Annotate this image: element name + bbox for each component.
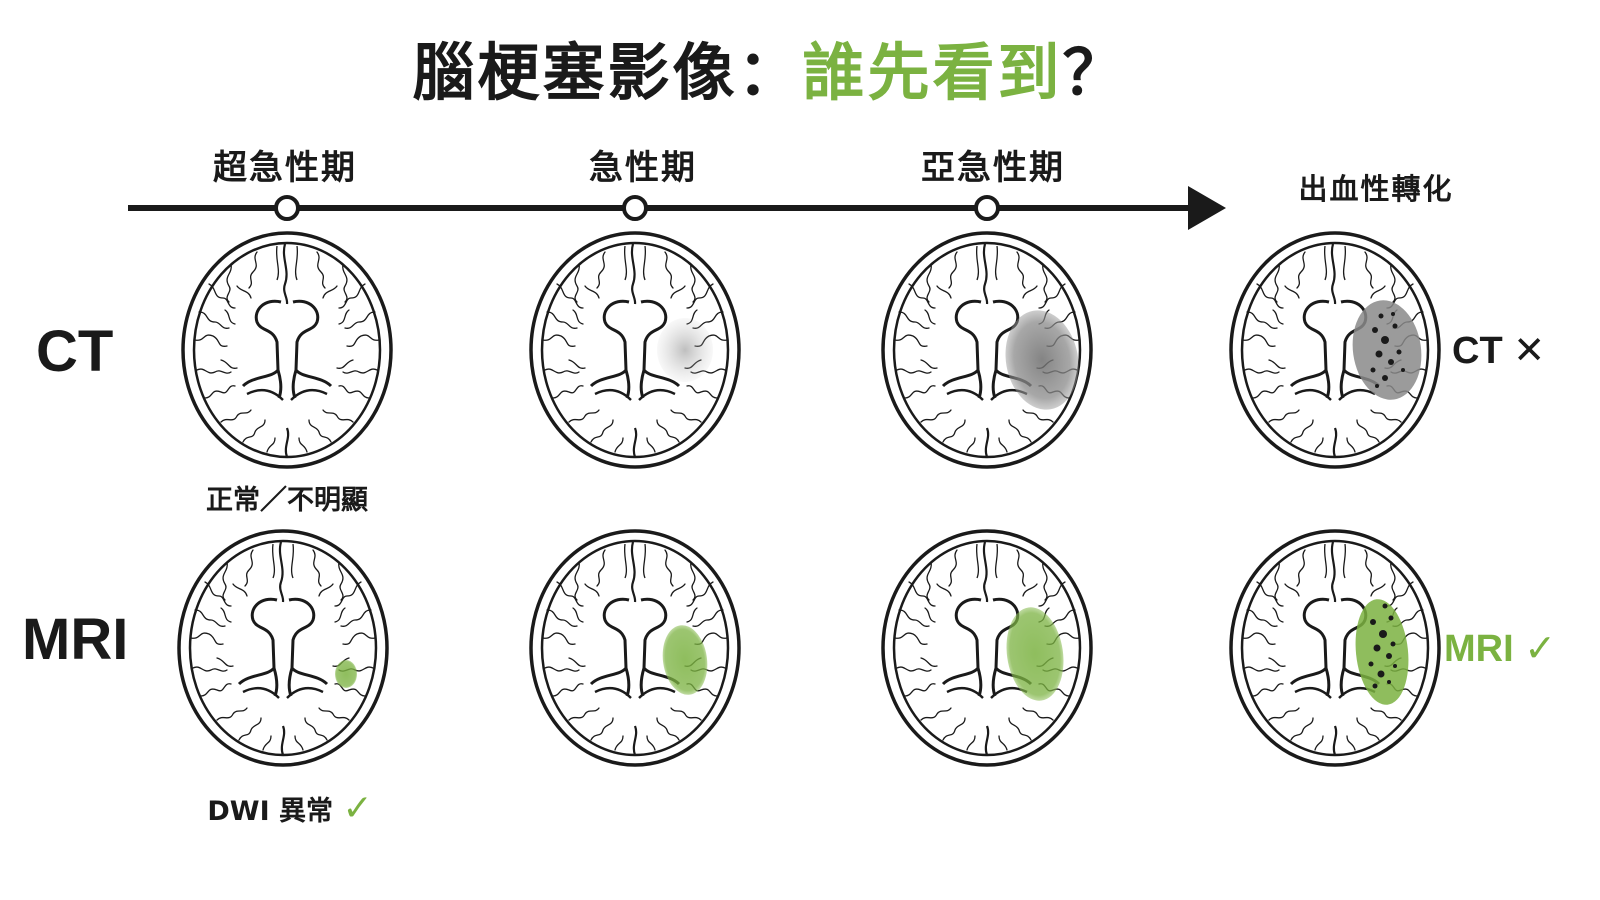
brain-ct-subacute [881, 231, 1093, 469]
stage-label-hemorrhagic: 出血性轉化 [1298, 172, 1454, 206]
verdict-ct: CT ✕ [1452, 328, 1545, 373]
brain-mri-subacute [881, 529, 1093, 767]
verdict-mri-text: MRI [1444, 628, 1514, 670]
page-title: 腦梗塞影像：誰先看到？ [0, 22, 1540, 112]
lesion-mri-subacute [1006, 607, 1064, 701]
caption-mri-hyperacute-text: DWI 異常 [207, 796, 334, 827]
cross-icon: ✕ [1513, 330, 1546, 372]
title-highlight: 誰先看到 [802, 36, 1063, 109]
caption-ct-hyperacute: 正常／不明顯 [206, 485, 368, 516]
title-main: 腦梗塞影像： [412, 36, 803, 109]
hemorrhage-spots [1370, 312, 1405, 388]
check-icon: ✓ [1524, 628, 1557, 670]
brain-mri-hemorrhagic [1229, 529, 1441, 767]
title-end: ？ [1062, 36, 1128, 109]
verdict-ct-text: CT [1452, 330, 1503, 372]
brain-ct-hemorrhagic [1229, 231, 1441, 469]
hemorrhage-spots [1368, 603, 1397, 689]
lesion-mri-hemorrhagic [1355, 599, 1409, 705]
caption-mri-hyperacute: DWI 異常 ✓ [207, 788, 372, 829]
stage-label-subacute: 亞急性期 [921, 148, 1065, 188]
brain-ct-hyperacute [181, 231, 393, 469]
timeline-arrowhead-icon [1188, 186, 1226, 230]
row-label-mri: MRI [22, 607, 129, 672]
brain-ct-acute [529, 231, 741, 469]
lesion-ct-hemorrhagic [1352, 300, 1422, 400]
stage-label-acute: 急性期 [589, 148, 697, 188]
verdict-mri: MRI ✓ [1444, 626, 1556, 671]
row-label-ct: CT [36, 319, 114, 384]
lesion-ct-acute [657, 318, 713, 382]
lesion-mri-hyperacute [335, 660, 357, 688]
lesion-mri-acute [662, 625, 708, 695]
lesion-ct-subacute [1005, 310, 1079, 410]
brain-mri-acute [529, 529, 741, 767]
timeline-arrow [128, 186, 1226, 230]
timeline-node [974, 195, 1000, 221]
timeline-node [274, 195, 300, 221]
brain-mri-hyperacute [177, 529, 389, 767]
timeline-node [622, 195, 648, 221]
stage-label-hyperacute: 超急性期 [213, 148, 357, 188]
check-icon: ✓ [342, 788, 373, 829]
